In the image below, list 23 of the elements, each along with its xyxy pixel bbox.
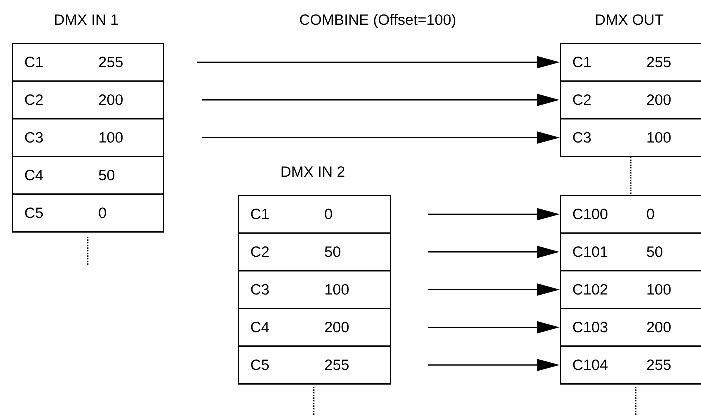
table-row: C102 100 [560,270,701,310]
table-row: C2 200 [12,80,164,120]
continuation-line [630,157,632,195]
table-row: C5 255 [238,346,392,385]
table-row: C101 50 [560,232,701,272]
table-row: C4 200 [238,308,392,347]
table-row: C1 255 [560,43,701,82]
heading: COMBINE (Offset=100) [300,14,456,28]
table-row: C2 50 [238,232,392,272]
table-row: C3 100 [560,118,701,158]
table-row: C3 100 [238,270,392,310]
node-label: DMX IN 2 [282,166,345,178]
node-label: DMX OUT [596,14,664,26]
node-label: DMX IN 1 [55,14,118,26]
table-row: C3 100 [12,118,164,158]
table-row: C2 200 [560,80,701,120]
table-row: C4 50 [12,156,164,195]
table-row: C1 255 [12,43,164,82]
table-row: C5 0 [12,194,164,233]
table-row: C100 0 [560,195,701,234]
table-row: C104 255 [560,346,701,385]
table-row: C103 200 [560,308,701,347]
table-row: C1 0 [238,195,392,234]
